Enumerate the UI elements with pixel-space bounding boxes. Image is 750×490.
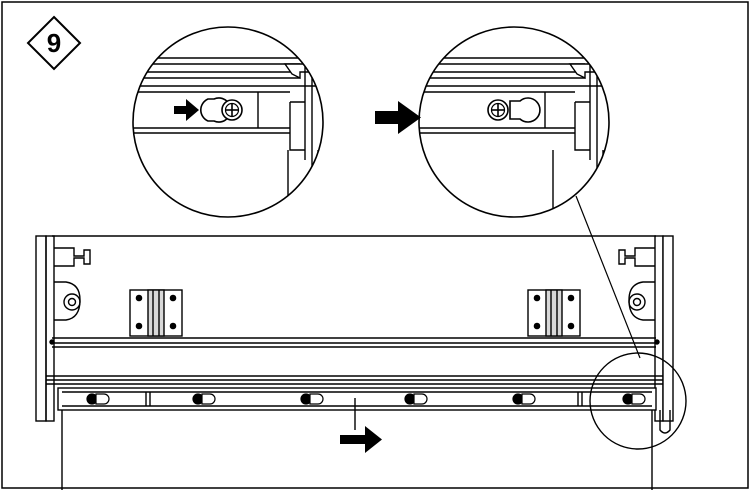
screw-icon (86, 393, 110, 405)
screw-icon (622, 393, 646, 405)
direction-arrow-icon (340, 426, 382, 453)
step-number: 9 (47, 28, 61, 58)
hinge-icon (129, 289, 183, 337)
detail-circle-after (418, 26, 610, 218)
leader-line (575, 195, 641, 359)
direction-arrow-icon (375, 101, 421, 134)
screw-icon (487, 99, 509, 121)
screw-row (86, 393, 646, 405)
screw-icon (404, 393, 428, 405)
hinge-icon (527, 289, 581, 337)
cabinet-assembly (35, 235, 674, 490)
step-badge-icon: 9 (26, 15, 82, 71)
keyhole-slot-icon (509, 97, 541, 123)
screw-icon (221, 99, 243, 121)
screw-icon (512, 393, 536, 405)
detail-highlight-circle (589, 352, 687, 450)
detail-circle-before (132, 26, 324, 218)
screw-icon (300, 393, 324, 405)
screw-icon (192, 393, 216, 405)
direction-arrow-icon (174, 99, 199, 121)
